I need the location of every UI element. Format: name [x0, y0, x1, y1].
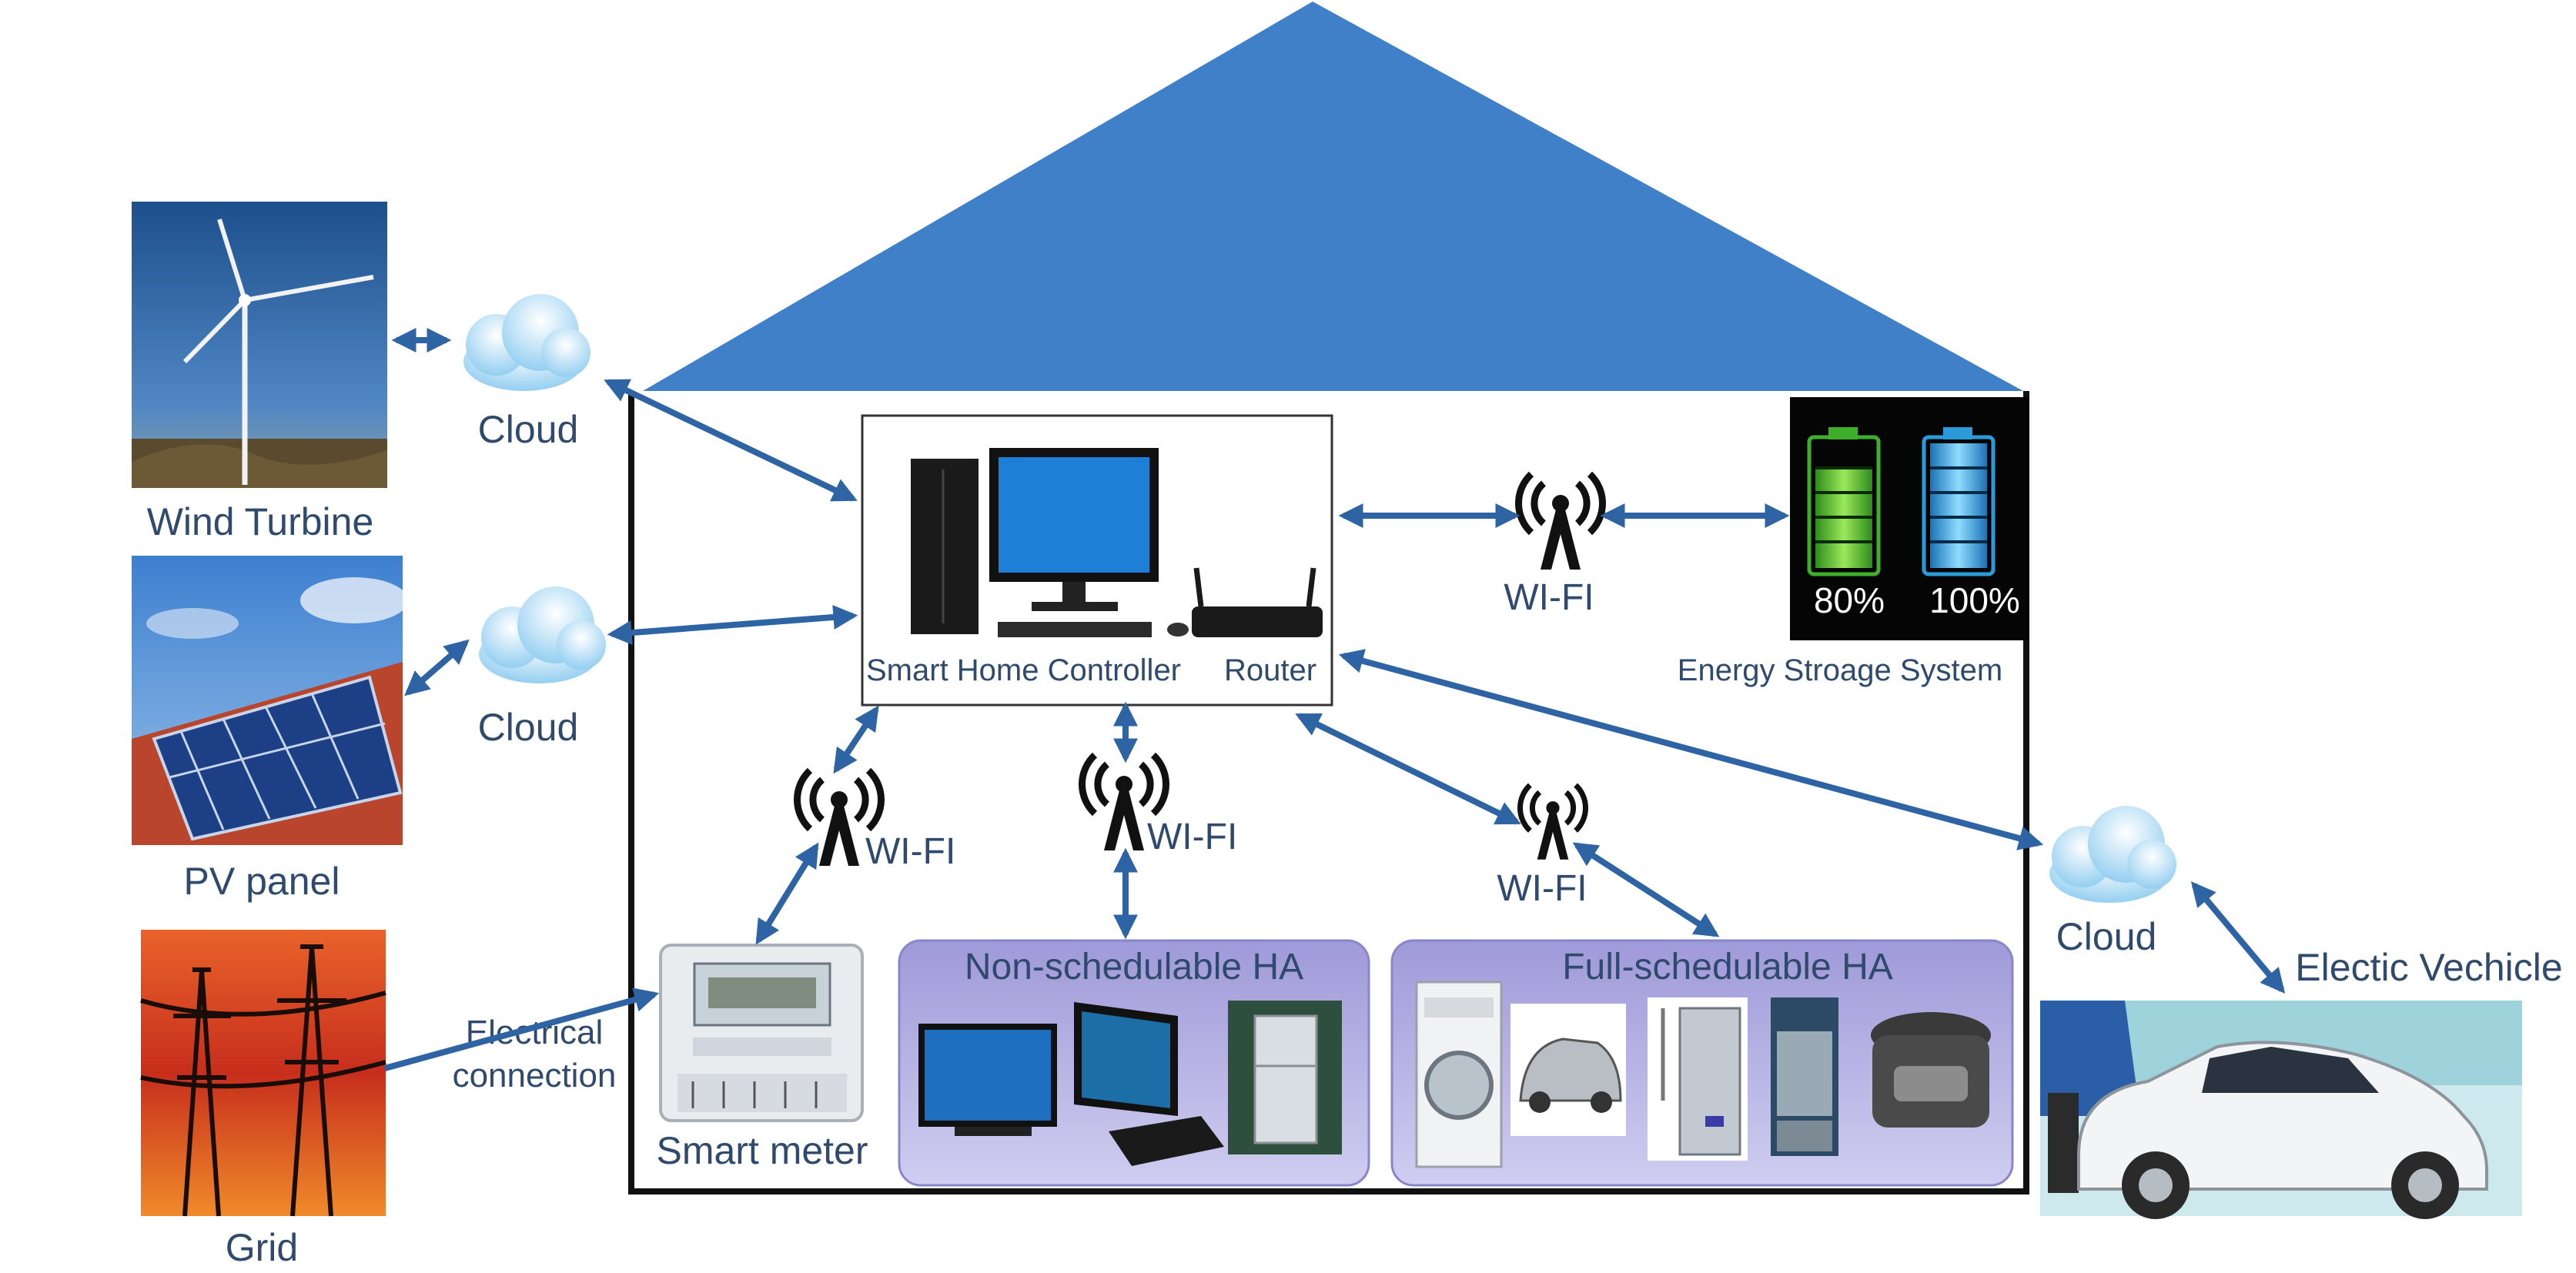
- wifi-label-nonsched: WI-FI: [1147, 817, 1237, 857]
- tv-icon: [918, 1024, 1057, 1136]
- wifi-label-storage: WI-FI: [1504, 577, 1594, 618]
- arrow-wifi-fullsched: [1572, 842, 1720, 937]
- monitor-icon: [989, 448, 1189, 637]
- grid-image: [140, 930, 386, 1217]
- wind-turbine-label: Wind Turbine: [147, 500, 374, 543]
- arrow-wifi-meter: [755, 842, 819, 945]
- wifi-icon-fullsched: [1520, 785, 1585, 860]
- car-appliance-icon: [1510, 1004, 1626, 1136]
- rice-cooker-icon: [1871, 1012, 1991, 1128]
- nonsched-group-title: Non-schedulable HA: [965, 947, 1303, 987]
- electrical-connection-label-1: Electrical: [466, 1014, 604, 1051]
- arrow-cloud-controller: [604, 379, 858, 502]
- smart-meter-image: [659, 944, 864, 1122]
- washing-machine-icon: [1415, 981, 1503, 1168]
- storage-label: Energy Stroage System: [1678, 653, 2002, 687]
- fridge-icon: [1228, 1001, 1342, 1154]
- fullsched-group-title: Full-schedulable HA: [1562, 947, 1893, 987]
- cloud-label-wind: Cloud: [478, 408, 579, 451]
- connection-arrows: [383, 328, 2286, 1071]
- battery-green-percent: 80%: [1814, 580, 1885, 620]
- dishwasher-icon: [1771, 997, 1838, 1156]
- arrow-controller-wifi-meter: [833, 705, 879, 774]
- wifi-icon-storage: [1518, 474, 1602, 570]
- arrow-pv-cloud: [404, 639, 470, 697]
- cloud-label-ev: Cloud: [2056, 915, 2157, 958]
- electrical-connection-label-2: connection: [453, 1057, 617, 1094]
- router-icon: [1192, 567, 1323, 637]
- house-roof: [643, 2, 2023, 391]
- cloud-icon-wind: [463, 294, 590, 391]
- pv-panel-image: [132, 556, 408, 845]
- cloud-icon-ev: [2049, 806, 2176, 903]
- controller-label: Smart Home Controller: [866, 653, 1181, 687]
- wifi-label-meter: WI-FI: [865, 831, 955, 872]
- arrow-cloudpv-controller: [607, 605, 858, 645]
- wifi-label-fullsched: WI-FI: [1497, 868, 1587, 909]
- ev-label: Electic Vechicle: [2295, 946, 2562, 989]
- water-heater-icon: [1648, 997, 1748, 1161]
- wind-turbine-image: [132, 202, 387, 488]
- cloud-icon-pv: [479, 586, 606, 683]
- arrow-grid-meter: [383, 987, 660, 1071]
- arrow-controller-cloud-ev: [1338, 649, 2044, 850]
- arrow-controller-wifi-fullsched: [1295, 713, 1521, 825]
- grid-label: Grid: [226, 1226, 298, 1269]
- desktop-tower-icon: [911, 459, 979, 634]
- battery-green-icon: [1807, 427, 1881, 576]
- smart-meter-label: Smart meter: [656, 1129, 868, 1172]
- computer-icon: [1074, 1002, 1224, 1166]
- cloud-label-pv: Cloud: [478, 706, 579, 749]
- electric-vehicle-image: [2040, 1001, 2522, 1219]
- router-label: Router: [1224, 653, 1316, 687]
- battery-blue-percent: 100%: [1929, 580, 2020, 620]
- arrow-cloud-ev: [2190, 881, 2286, 994]
- pv-panel-label: PV panel: [184, 860, 340, 903]
- battery-blue-icon: [1922, 427, 1996, 576]
